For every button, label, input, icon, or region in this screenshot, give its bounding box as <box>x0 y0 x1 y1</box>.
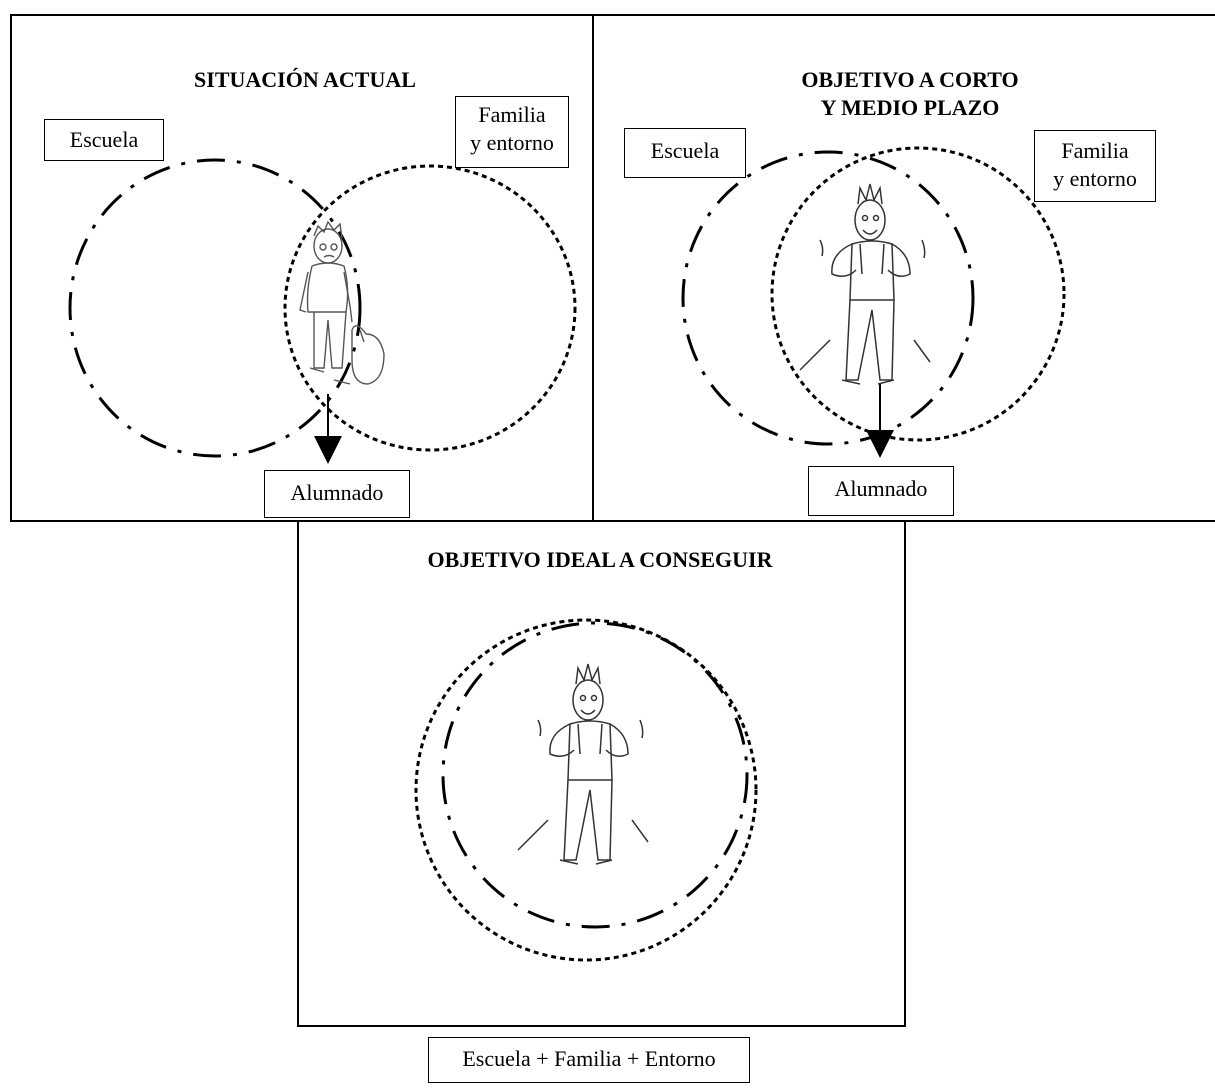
label-student-short-term: Alumnado <box>808 466 954 516</box>
title-short-term-line1: OBJETIVO A CORTO <box>801 67 1019 92</box>
happy-student-icon <box>517 663 649 865</box>
arrowhead-icon <box>866 430 894 458</box>
label-family-environment-short-term: Familia y entorno <box>1034 130 1156 202</box>
school-circle-ideal <box>441 621 749 929</box>
title-current-situation: SITUACIÓN ACTUAL <box>194 67 416 92</box>
label-family-line1: Familia <box>478 102 546 127</box>
panel-short-term-goal <box>592 14 1215 522</box>
family-circle-ideal <box>414 618 758 962</box>
panel-ideal-goal <box>297 520 906 1027</box>
label-family-line2: y entorno <box>470 130 554 155</box>
label-family-short-term-line2: y entorno <box>1053 166 1137 191</box>
student-with-backpack-icon <box>299 220 385 385</box>
label-family-environment: Familia y entorno <box>455 96 569 168</box>
title-short-term-goal: OBJETIVO A CORTO Y MEDIO PLAZO <box>760 66 1060 122</box>
happy-student-icon <box>799 183 931 385</box>
family-circle-short-term <box>770 146 1066 442</box>
label-school-family-environment: Escuela + Familia + Entorno <box>428 1037 750 1083</box>
label-school-short-term: Escuela <box>624 128 746 178</box>
label-family-short-term-line1: Familia <box>1061 138 1129 163</box>
family-circle <box>283 164 577 452</box>
label-school: Escuela <box>44 119 164 161</box>
label-student: Alumnado <box>264 470 410 518</box>
title-ideal-goal: OBJETIVO IDEAL A CONSEGUIR <box>427 547 773 572</box>
school-circle <box>68 158 362 458</box>
title-short-term-line2: Y MEDIO PLAZO <box>820 95 1000 120</box>
arrowhead-icon <box>314 436 342 464</box>
school-circle-short-term <box>681 150 975 446</box>
